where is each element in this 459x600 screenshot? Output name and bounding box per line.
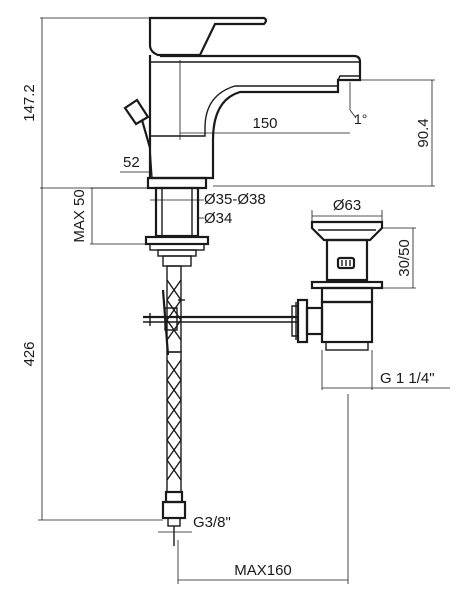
label-height-total: 147.2: [21, 84, 38, 122]
label-spout-height: 90.4: [415, 118, 432, 147]
faucet-body: [146, 16, 362, 190]
label-angle: 1°: [354, 111, 367, 127]
pop-up-waste: [291, 220, 384, 351]
label-waste-stroke: 30/50: [396, 239, 413, 277]
braided-hose: [161, 265, 187, 546]
label-waste-thread: G 1 1/4": [380, 370, 435, 387]
label-shank-diameter: Ø34: [204, 210, 232, 227]
label-hole-diameter: Ø35-Ø38: [204, 191, 266, 208]
label-max-deck: MAX 50: [71, 189, 88, 242]
popup-rod: [123, 98, 153, 179]
faucet-shank: [144, 186, 210, 267]
label-hose-thread: G3/8": [193, 514, 231, 531]
label-max-distance: MAX160: [234, 562, 292, 579]
label-hose-length: 426: [21, 341, 38, 366]
dimension-lines: [38, 17, 450, 584]
label-lever-offset: 52: [123, 154, 140, 171]
popup-linkage: [143, 289, 298, 356]
label-waste-diameter: Ø63: [333, 197, 361, 214]
label-spout-reach: 150: [252, 115, 277, 132]
